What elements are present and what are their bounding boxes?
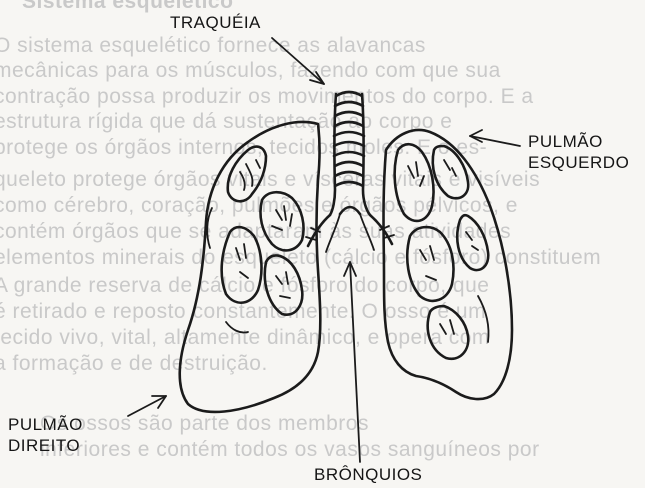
bleed-line: Os ossos são parte dos membros — [40, 412, 369, 435]
label-pulmao-esquerdo-line1: PULMÃO — [528, 131, 629, 152]
label-pulmao-direito-line2: DIREITO — [8, 435, 83, 456]
bleed-line: inferiores e contém todos os vasos sangu… — [40, 438, 540, 461]
bleed-line: mecânicas para os músculos, fazendo com … — [0, 59, 501, 82]
bleed-line: a formação e de destruição. — [0, 352, 268, 375]
label-pulmao-esquerdo: PULMÃO ESQUERDO — [528, 131, 629, 173]
bleed-line: contração possa produzir os movimentos d… — [0, 85, 534, 108]
bleed-line: elementos minerais do esqueleto (cálcio … — [0, 246, 601, 269]
bleed-line: A grande reserva de cálcio e fósforo do … — [0, 274, 489, 297]
bleed-line: tecido vivo, vital, altamente dinâmico, … — [0, 326, 490, 349]
label-pulmao-esquerdo-line2: ESQUERDO — [528, 152, 629, 173]
label-traqueia: TRAQUÉIA — [170, 12, 261, 33]
bleed-line: O sistema esquelético fornece as alavanc… — [0, 34, 426, 57]
bleed-line: como cérebro, coração, pulmões e órgãos … — [0, 194, 518, 217]
label-bronquios: BRÔNQUIOS — [314, 464, 422, 485]
bleed-line: estrutura rígida que dá sustentação ao c… — [0, 110, 452, 133]
label-pulmao-direito-line1: PULMÃO — [8, 414, 83, 435]
bleed-through-text: Sistema esquelético O sistema esquelétic… — [0, 0, 601, 461]
label-pulmao-direito: PULMÃO DIREITO — [8, 414, 83, 456]
bleed-line: queleto protege órgãos vitais e vísceras… — [0, 168, 540, 191]
